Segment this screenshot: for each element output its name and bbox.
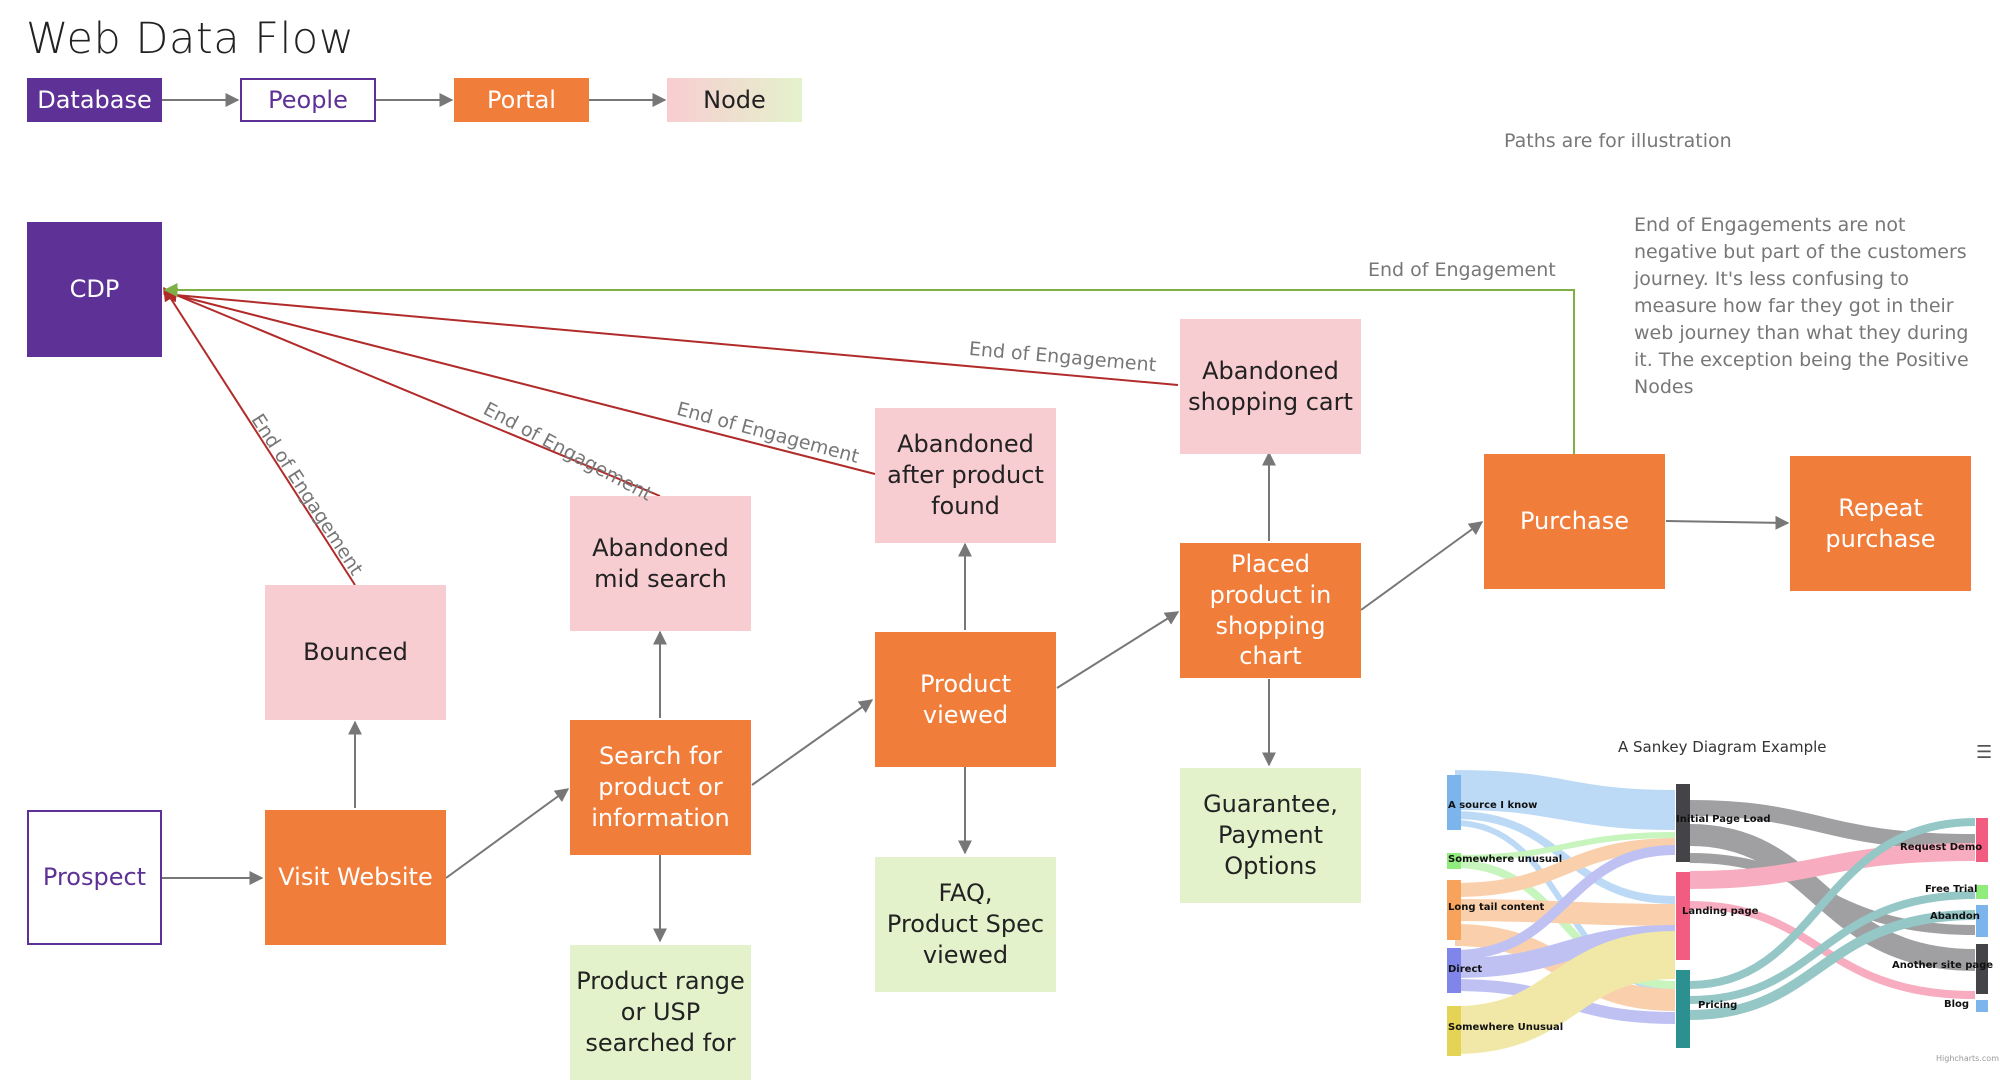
node-cdp: CDP xyxy=(27,222,162,357)
node-abandoned-after-found: Abandoned after product found xyxy=(875,408,1056,543)
node-purchase: Purchase xyxy=(1484,454,1665,589)
node-product-range: Product range or USP searched for xyxy=(570,945,751,1080)
sankey-label-direct: Direct xyxy=(1448,964,1483,975)
sankey-label-source: A source I know xyxy=(1448,800,1538,811)
sankey-links xyxy=(1454,770,1976,1054)
sankey-label-somewhere-unusual-2: Somewhere Unusual xyxy=(1448,1022,1564,1033)
node-visit-website: Visit Website xyxy=(265,810,446,945)
engagement-note: End of Engagements are not negative but … xyxy=(1634,214,1969,398)
sankey-label-request-demo: Request Demo xyxy=(1900,842,1983,853)
node-bounced: Bounced xyxy=(265,585,446,720)
end-of-engagement-edges xyxy=(162,286,1179,586)
page-title: Web Data Flow xyxy=(26,14,355,64)
sankey-label-long-tail: Long tail content xyxy=(1448,902,1545,913)
hamburger-icon[interactable]: ☰ xyxy=(1976,742,1993,763)
sankey-label-pricing: Pricing xyxy=(1698,1000,1738,1011)
sankey-label-abandon: Abandon xyxy=(1930,911,1980,922)
sankey-label-somewhere-unusual: Somewhere unusual xyxy=(1448,854,1563,865)
legend-node: Node xyxy=(667,78,802,122)
sankey-label-free-trial: Free Trial xyxy=(1925,884,1978,895)
sankey-nodes xyxy=(1447,775,1988,1056)
eoe-label-purchase: End of Engagement xyxy=(1368,259,1556,281)
node-product-viewed: Product viewed xyxy=(875,632,1056,767)
node-search: Search for product or information xyxy=(570,720,751,855)
sankey-label-initial-page-load: Initial Page Load xyxy=(1676,814,1771,825)
flow-arrows xyxy=(162,451,1790,943)
sankey-title: A Sankey Diagram Example xyxy=(1618,738,1827,756)
sankey-label-blog: Blog xyxy=(1944,999,1970,1010)
node-repeat-purchase: Repeat purchase xyxy=(1790,456,1971,591)
positive-end-edge xyxy=(163,283,1575,454)
legend-people: People xyxy=(240,78,376,122)
sankey-diagram xyxy=(1447,770,1988,1056)
legend-database: Database xyxy=(27,78,162,122)
paths-note: Paths are for illustration xyxy=(1504,130,1732,152)
legend-portal: Portal xyxy=(454,78,589,122)
node-guarantee: Guarantee, Payment Options xyxy=(1180,768,1361,903)
node-prospect: Prospect xyxy=(27,810,162,945)
sankey-label-another-site-page: Another site page xyxy=(1892,960,1994,971)
node-abandoned-mid-search: Abandoned mid search xyxy=(570,496,751,631)
node-faq: FAQ, Product Spec viewed xyxy=(875,857,1056,992)
sankey-credit: Highcharts.com xyxy=(1936,1054,1999,1063)
node-abandoned-cart: Abandoned shopping cart xyxy=(1180,319,1361,454)
node-placed-in-cart: Placed product in shopping chart xyxy=(1180,543,1361,678)
sankey-label-landing-page: Landing page xyxy=(1682,906,1759,917)
